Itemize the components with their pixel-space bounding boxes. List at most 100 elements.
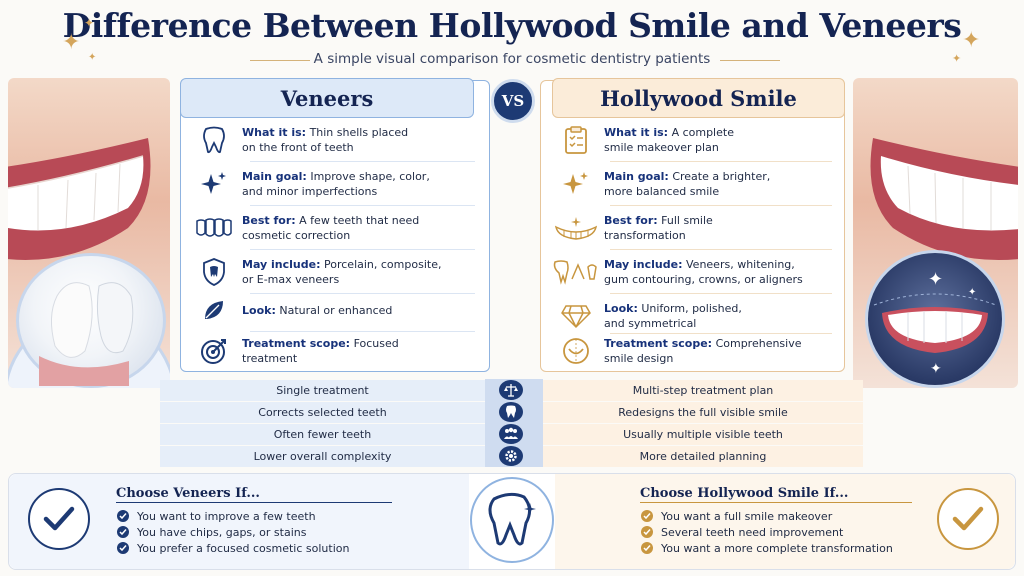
tooth-emblem-icon (470, 477, 554, 563)
diamond-icon (548, 303, 604, 329)
choose-veneers-list: You want to improve a few teeth You have… (117, 508, 349, 556)
comparison-right-cell: Redesigns the full visible smile (543, 402, 863, 423)
row-label: Best for: (604, 214, 658, 227)
row-divider (250, 331, 475, 332)
svg-text:✦: ✦ (930, 361, 942, 377)
row-text: Porcelain, composite, (324, 258, 442, 271)
choose-hollywood-title: Choose Hollywood Smile If... (640, 486, 849, 501)
row-text: Natural or enhanced (279, 303, 393, 317)
row-text: Comprehensive (715, 337, 802, 350)
target-icon (186, 336, 242, 366)
row-text: or E-max veneers (242, 273, 340, 286)
row-label: Treatment scope: (604, 337, 713, 350)
row-label: Look: (604, 302, 638, 315)
row-text: on the front of teeth (242, 141, 354, 154)
hollywood-title: Hollywood Smile (600, 86, 797, 111)
people-icon (499, 424, 523, 444)
row-text: smile design (604, 352, 674, 365)
row-text: Full smile (661, 214, 713, 227)
clipboard-icon (548, 125, 604, 155)
check-circle-icon (28, 488, 90, 550)
smile-illustration-right (870, 138, 1018, 260)
row-text: Veneers, whitening, (686, 258, 795, 271)
smile-design-icon (548, 336, 604, 366)
comparison-right-cell: More detailed planning (543, 446, 863, 467)
title-underline (640, 502, 912, 503)
row-label: Main goal: (242, 170, 307, 183)
row-text: Focused (353, 337, 399, 350)
row-text: and minor imperfections (242, 185, 378, 198)
check-icon (117, 542, 129, 554)
subtitle-divider-left (250, 60, 310, 61)
row-text: more balanced smile (604, 185, 720, 198)
sparkle-icon: ✦ (88, 52, 97, 63)
title-underline (116, 502, 392, 503)
svg-text:✦: ✦ (928, 269, 943, 290)
row-divider (610, 161, 832, 162)
row-text: cosmetic correction (242, 229, 351, 242)
check-circle-icon (937, 488, 999, 550)
smile-photo-right: ✦ ✦ ✦ (853, 78, 1018, 388)
row-label: Best for: (242, 214, 296, 227)
comparison-left-cell: Single treatment (160, 380, 485, 401)
list-item: You want a more complete transformation (641, 540, 893, 556)
subtitle-divider-right (720, 60, 780, 61)
veneer-shell-illustration (16, 253, 166, 388)
row-label: May include: (604, 258, 683, 271)
row-divider (610, 293, 832, 294)
choose-hollywood-list: You want a full smile makeover Several t… (641, 508, 893, 556)
comparison-left-cell: Corrects selected teeth (160, 402, 485, 423)
row-divider (610, 205, 832, 206)
row-text: gum contouring, crowns, or aligners (604, 273, 803, 286)
gear-icon (499, 446, 523, 466)
list-item: You want a full smile makeover (641, 508, 893, 524)
comparison-left-cell: Often fewer teeth (160, 424, 485, 445)
sparkle-icon (548, 170, 604, 198)
list-item: You have chips, gaps, or stains (117, 524, 349, 540)
sparkle-icon: ✦ (952, 52, 962, 65)
hollywood-smile-illustration: ✦ ✦ ✦ (865, 250, 1005, 388)
hollywood-row-goal: Main goal: Create a brighter,more balanc… (548, 162, 843, 206)
veneers-row-goal: Main goal: Improve shape, color, and mino… (186, 162, 476, 206)
row-text: smile makeover plan (604, 141, 719, 154)
comparison-right-cell: Usually multiple visible teeth (543, 424, 863, 445)
row-label: Look: (242, 303, 276, 317)
sparkle-icon (186, 170, 242, 198)
choose-veneers-title: Choose Veneers If... (116, 486, 260, 501)
veneers-row-look: Look: Natural or enhanced (186, 288, 476, 332)
smile-teeth-icon (548, 215, 604, 241)
tooth-icon (186, 126, 242, 154)
row-label: Treatment scope: (242, 337, 351, 350)
row-divider (610, 333, 832, 334)
row-divider (250, 293, 475, 294)
row-divider (250, 161, 475, 162)
vs-badge: VS (491, 79, 535, 123)
shield-tooth-icon (186, 257, 242, 287)
row-text: Improve shape, color, (310, 170, 430, 183)
veneers-row-include: May include: Porcelain, composite, or E-m… (186, 250, 476, 294)
hollywood-row-scope: Treatment scope: Comprehensive smile desi… (548, 329, 843, 373)
list-item: You want to improve a few teeth (117, 508, 349, 524)
check-icon (117, 526, 129, 538)
list-item: You prefer a focused cosmetic solution (117, 540, 349, 556)
veneers-title: Veneers (280, 86, 374, 111)
hollywood-row-include: May include: Veneers, whitening, gum cont… (548, 250, 843, 294)
smile-photo-left (8, 78, 170, 388)
leaf-icon (186, 297, 242, 323)
veneers-panel-header: Veneers (180, 78, 474, 118)
check-icon (117, 510, 129, 522)
hollywood-panel-header: Hollywood Smile (552, 78, 845, 118)
list-item: Several teeth need improvement (641, 524, 893, 540)
teeth-row-icon (186, 217, 242, 239)
row-label: What it is: (242, 126, 307, 139)
row-text: A complete (671, 126, 734, 139)
scale-icon (499, 380, 523, 400)
row-label: May include: (242, 258, 321, 271)
row-text: Create a brighter, (672, 170, 771, 183)
tooth-icon (499, 402, 523, 422)
row-divider (610, 249, 832, 250)
